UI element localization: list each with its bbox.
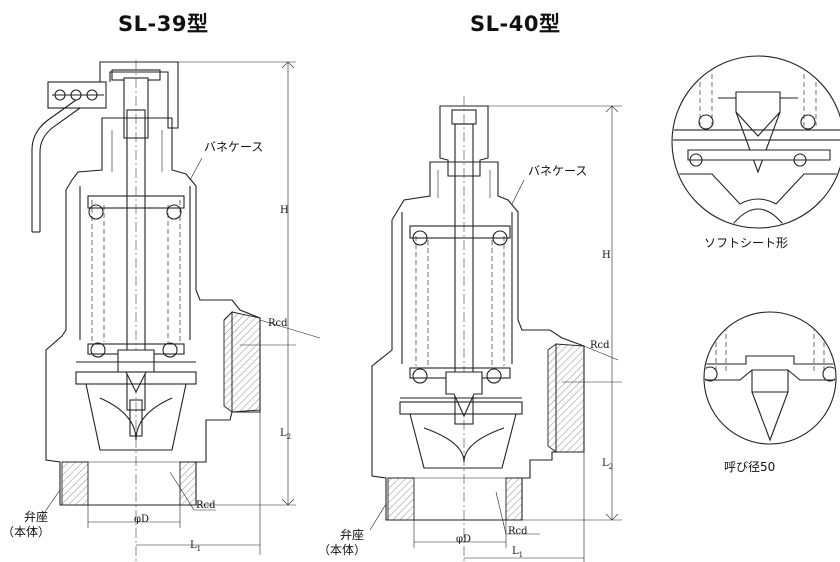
dim-phid-right: φD	[456, 534, 472, 545]
nominal-50-detail	[703, 311, 837, 445]
dim-l1-left: L1	[190, 540, 202, 553]
dim-rcd-small-left: Rcd	[196, 500, 216, 511]
body-label-right: （本体）	[318, 543, 367, 557]
dim-rcd-left: Rcd	[268, 318, 288, 329]
dim-l1-right: L1	[512, 546, 524, 559]
sl39-drawing	[31, 60, 321, 562]
dim-phid-left: φD	[134, 514, 150, 525]
spring-case-label-right: バネケース	[528, 164, 588, 178]
dim-h-left: H	[280, 205, 289, 216]
valve-seat-label-right: 弁座	[340, 528, 365, 542]
soft-seat-detail	[671, 55, 840, 229]
dim-l2-left: L2	[280, 428, 292, 441]
sl40-drawing	[369, 96, 622, 562]
dim-rcd-small-right: Rcd	[508, 526, 528, 537]
body-label-left: （本体）	[2, 525, 51, 539]
soft-seat-label: ソフトシート形	[704, 236, 789, 250]
valve-seat-label-left: 弁座	[24, 510, 49, 524]
dim-rcd-right: Rcd	[590, 340, 610, 351]
title-sl40: SL-40型	[470, 12, 561, 36]
title-sl39: SL-39型	[118, 12, 209, 36]
dim-l2-right: L2	[602, 458, 614, 471]
dim-h-right: H	[602, 250, 611, 261]
nominal-50-label: 呼び径50	[724, 460, 776, 474]
spring-case-label-left: バネケース	[204, 140, 264, 154]
